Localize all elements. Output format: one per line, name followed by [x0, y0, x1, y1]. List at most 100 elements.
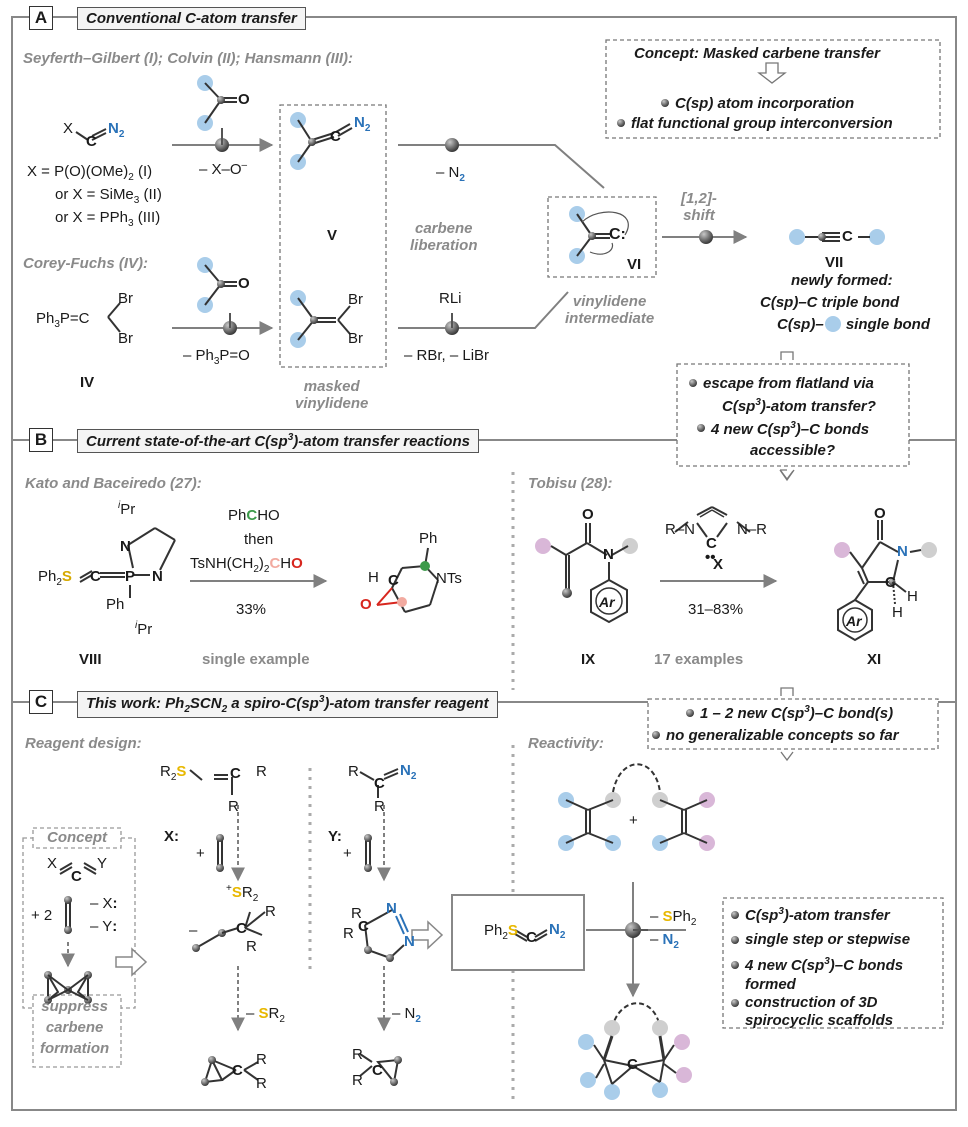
- x-minus-charge: –: [189, 922, 198, 939]
- tobisu-yield: 31–83%: [688, 601, 744, 618]
- kato-product-ph: Ph: [419, 530, 438, 547]
- reagent-x: X: [63, 120, 74, 137]
- concept-box: [605, 39, 941, 139]
- outcome-bullet-4: construction of 3D: [745, 994, 878, 1011]
- XI-H2: H: [892, 604, 903, 621]
- y-plus: +: [343, 845, 352, 862]
- vinylidene-C: C:: [609, 226, 626, 243]
- methods-bottom: Corey-Fuchs (IV):: [23, 255, 149, 272]
- outcome-bullet-4b: spirocyclic scaffolds: [745, 1012, 894, 1029]
- summary-bullet-1: 1 – 2 new C(sp3)–C bond(s): [700, 704, 894, 722]
- panel-A-header: Conventional C-atom transfer: [77, 7, 306, 30]
- reagent-ph2scn2: Ph2S: [484, 922, 518, 942]
- alkene-1: [558, 792, 621, 851]
- x-product-R2: R: [256, 1075, 267, 1092]
- spiro-C: C: [627, 1056, 638, 1073]
- pyrazoline-N2: N: [404, 933, 415, 950]
- examples: 17 examples: [654, 651, 744, 668]
- alkene-2: [652, 792, 715, 851]
- concept-title-C: Concept: [47, 829, 107, 846]
- spiro-product: [578, 1002, 692, 1100]
- minus-sph2: – SPh2: [650, 908, 697, 928]
- x-product-C: C: [232, 1062, 243, 1079]
- IX-ar: Ar: [599, 594, 615, 610]
- kato-reagent-1: PhCHO: [228, 507, 280, 524]
- reagent-N2: N2: [549, 921, 566, 941]
- ph3p-reagent: Ph3P=C: [36, 310, 90, 330]
- molecule-V-N2: N2: [354, 114, 371, 134]
- reagent-n2: N2: [108, 120, 125, 140]
- kato-ph2s: Ph2S: [38, 568, 72, 588]
- nhc-C: C: [706, 535, 717, 552]
- reagent-c: C: [86, 133, 97, 150]
- compound-X: X: [713, 556, 724, 573]
- dibromo-br-top: Br: [348, 291, 363, 308]
- XI-H1: H: [907, 588, 918, 605]
- dibromo-br-bottom: Br: [348, 330, 363, 347]
- suppress-label: suppress carbene formation: [40, 998, 110, 1057]
- aldehyde-top: [197, 75, 237, 131]
- methods-top: Seyferth–Gilbert (I); Colvin (II); Hansm…: [23, 50, 354, 67]
- plus-2: + 2: [31, 907, 53, 924]
- x-def-1: X = P(O)(OMe)2 (I): [27, 163, 153, 183]
- vinylidene-intermediate: vinylidene intermediate: [565, 293, 655, 328]
- XI-O: O: [874, 505, 886, 522]
- kato-N-bottom: N: [152, 568, 163, 585]
- n2-loss: – N2: [436, 164, 465, 184]
- x-R2: R: [228, 798, 239, 815]
- panel-C-header: This work: Ph2SCN2 a spiro-C(sp3)-atom t…: [77, 691, 498, 718]
- kato-label: Kato and Baceiredo (27):: [25, 475, 202, 492]
- escape-bullet-2: 4 new C(sp3)–C bonds: [711, 420, 870, 438]
- compound-IV: IV: [80, 374, 95, 391]
- carbene-liberation: carbene liberation: [410, 220, 478, 255]
- byproduct-1: – X–O–: [199, 160, 248, 178]
- y-R2: R: [374, 798, 385, 815]
- newly-formed: newly formed:: [791, 272, 893, 289]
- pyrazoline-N1: N: [386, 900, 397, 917]
- concept-down-arrow: [757, 62, 787, 84]
- x-ylide-S: +SR2: [226, 883, 259, 904]
- summary-box-B: [647, 698, 939, 750]
- nhc-lonepair: ••: [705, 549, 716, 566]
- tether-arc: [612, 763, 661, 793]
- bond-2: C(sp)– single bond: [777, 316, 931, 333]
- escape-bullet-1b: C(sp3)-atom transfer?: [722, 397, 876, 415]
- molecule-VI: [569, 206, 629, 264]
- pyrazoline-R1: R: [343, 925, 354, 942]
- bond-1: C(sp)–C triple bond: [760, 294, 900, 311]
- product-VII: VII: [825, 254, 844, 271]
- connector-bracket-B: [780, 687, 794, 696]
- x-label: X:: [164, 828, 179, 845]
- reagent-C: C: [526, 929, 537, 946]
- aldehyde-O-bottom: O: [238, 275, 250, 292]
- escape-bullet-2b: accessible?: [750, 442, 836, 459]
- x-def-2: or X = SiMe3 (II): [55, 186, 162, 206]
- kato-product-O: O: [360, 596, 372, 613]
- kato-then: then: [244, 531, 274, 548]
- minus-n2-C: – N2: [392, 1005, 421, 1025]
- y-label: Y:: [328, 828, 342, 845]
- plus-alkenes: +: [629, 812, 638, 829]
- kato-product-H: H: [368, 569, 379, 586]
- rli: RLi: [439, 290, 462, 307]
- y-product-C: C: [372, 1062, 383, 1079]
- br-top: Br: [118, 290, 133, 307]
- br-bottom: Br: [118, 330, 133, 347]
- outcome-bullet-1: C(sp3)-atom transfer: [745, 906, 890, 924]
- x-def-3: or X = PPh3 (III): [55, 209, 161, 229]
- outcome-bullet-3: 4 new C(sp3)–C bonds: [745, 956, 904, 974]
- y-N2: N2: [400, 762, 417, 782]
- minus-sr2: – SR2: [246, 1005, 285, 1025]
- x-ylide-R2: R: [246, 938, 257, 955]
- x-ylide-R1: R: [265, 903, 276, 920]
- compound-VIII: [79, 527, 176, 598]
- XI-N: N: [897, 543, 908, 560]
- XI-C: C: [885, 574, 896, 591]
- kato-reagent-2: TsNH(CH2)2CHO: [190, 555, 303, 575]
- y-product-R2: R: [352, 1072, 363, 1089]
- kato-product: [376, 547, 439, 613]
- open-arrow-left: [115, 947, 148, 977]
- escape-box: [676, 363, 910, 467]
- intermediate-V-box: [279, 104, 387, 368]
